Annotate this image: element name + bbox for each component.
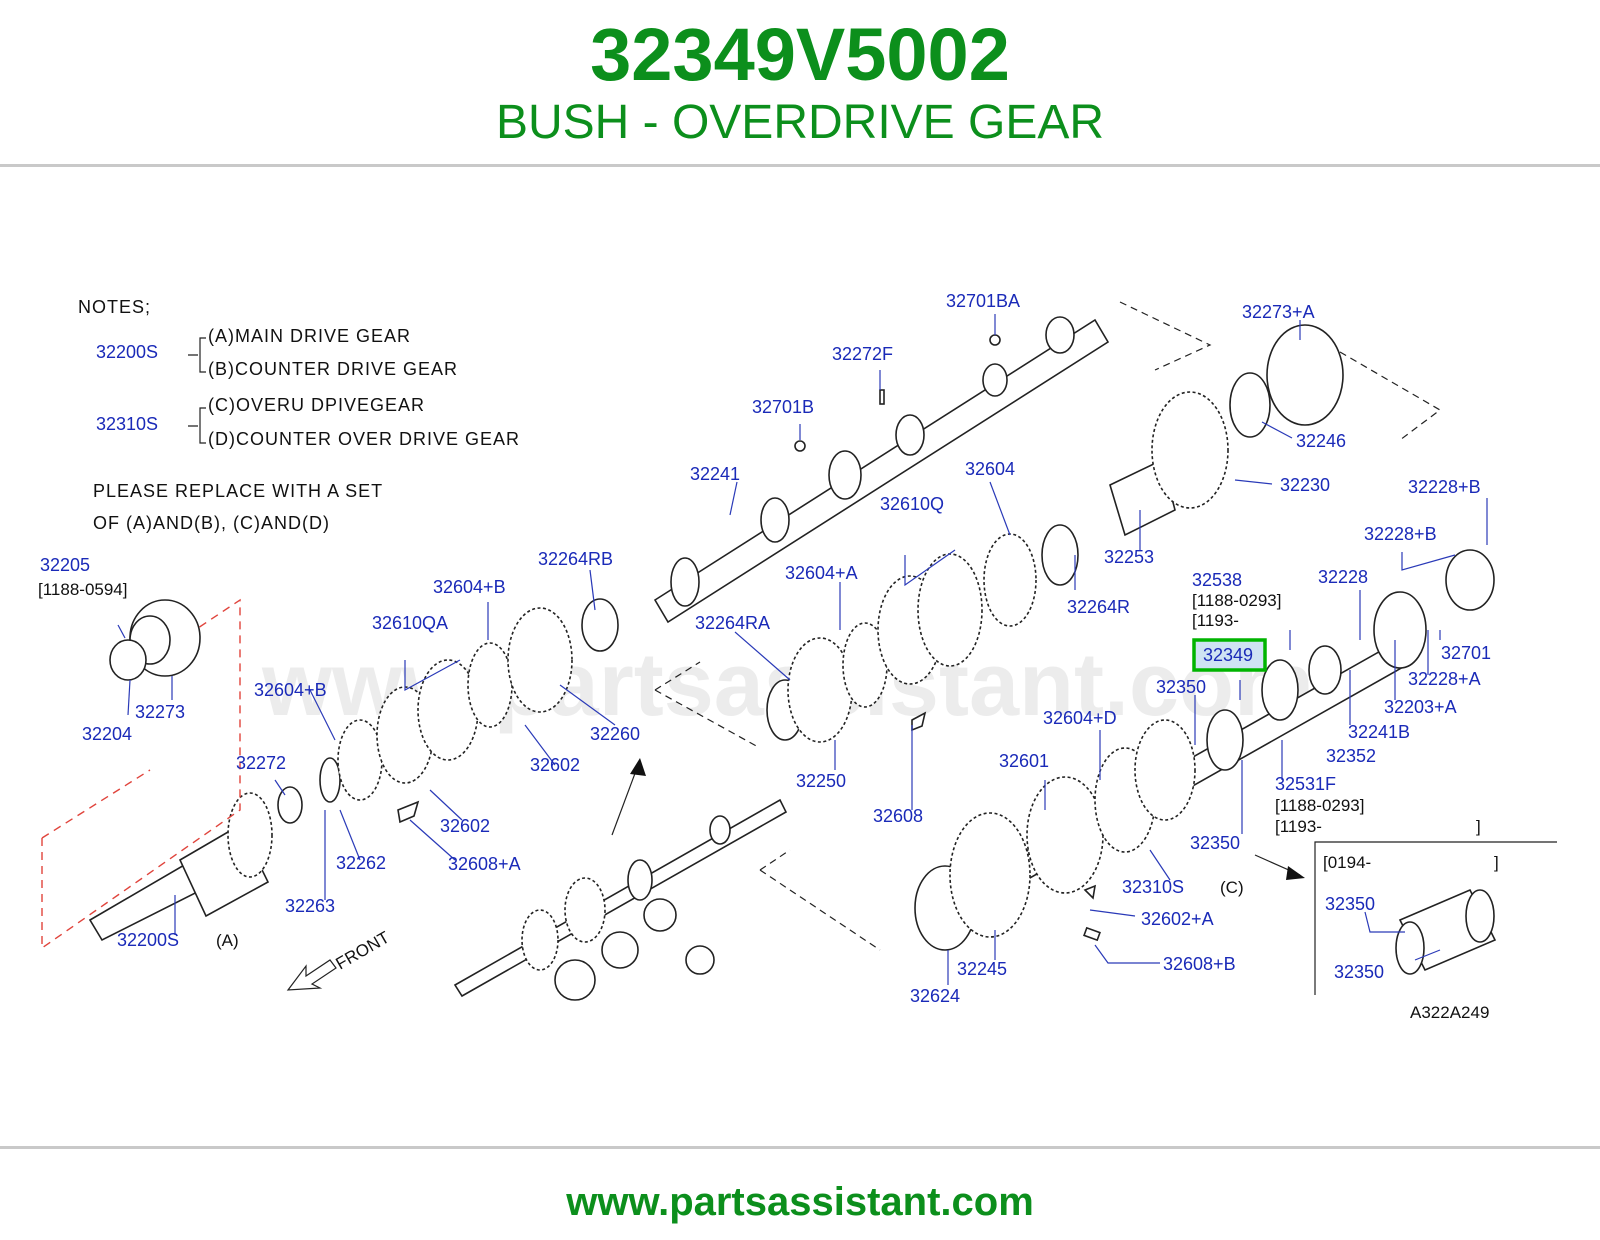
range-close-c: ] [1494, 853, 1499, 872]
label-32610QA[interactable]: 32610QA [372, 613, 448, 633]
label-32538[interactable]: 32538 [1192, 570, 1242, 590]
main-shaft-drawing [653, 301, 1212, 624]
footer-divider [0, 1146, 1600, 1149]
notes-bracket-2 [188, 407, 206, 444]
label-32350-d[interactable]: 32350 [1334, 962, 1384, 982]
label-32272F[interactable]: 32272F [832, 344, 893, 364]
label-32352[interactable]: 32352 [1326, 746, 1376, 766]
label-32204[interactable]: 32204 [82, 724, 132, 744]
main-drive-gear-drawing [41, 598, 341, 950]
arrow-to-inset-head [1286, 866, 1305, 880]
page-title: 32349V5002 [590, 13, 1010, 96]
notes-part-32310s[interactable]: 32310S [96, 414, 158, 434]
range-0194: [0194- [1323, 853, 1371, 872]
inset-border [1314, 841, 1557, 995]
parts-diagram: www.partsassistant.com NOTES; 32200S (A)… [38, 291, 1557, 1022]
arrow-up-head [630, 758, 646, 776]
label-32604B-2[interactable]: 32604+B [254, 680, 327, 700]
label-32250[interactable]: 32250 [796, 771, 846, 791]
label-32264RB[interactable]: 32264RB [538, 549, 613, 569]
label-32200S[interactable]: 32200S [117, 930, 179, 950]
label-32272[interactable]: 32272 [236, 753, 286, 773]
label-32608B[interactable]: 32608+B [1163, 954, 1236, 974]
label-32608[interactable]: 32608 [873, 806, 923, 826]
label-32273[interactable]: 32273 [135, 702, 185, 722]
label-32604[interactable]: 32604 [965, 459, 1015, 479]
range-1193-b: [1193- [1275, 817, 1322, 836]
label-32245[interactable]: 32245 [957, 959, 1007, 979]
note-line-c: (C)OVERU DPIVEGEAR [208, 395, 425, 415]
header-divider [0, 164, 1600, 167]
range-1188-0594: [1188-0594] [38, 580, 127, 599]
label-32608A[interactable]: 32608+A [448, 854, 521, 874]
label-32260[interactable]: 32260 [590, 724, 640, 744]
notes-bracket-1 [188, 337, 206, 373]
label-32701B[interactable]: 32701B [752, 397, 814, 417]
label-32228B-1[interactable]: 32228+B [1408, 477, 1481, 497]
counter-shaft-drawing [759, 549, 1495, 951]
label-32349-highlighted[interactable]: 32349 [1203, 645, 1253, 665]
range-close-b: ] [1476, 817, 1481, 836]
label-32264R[interactable]: 32264R [1067, 597, 1130, 617]
label-32253[interactable]: 32253 [1104, 547, 1154, 567]
range-1188-0293-a: [1188-0293] [1192, 591, 1281, 610]
label-A: (A) [216, 931, 239, 950]
leader-lines [117, 314, 1488, 985]
note-replace-2: OF (A)AND(B), (C)AND(D) [93, 513, 330, 533]
front-arrow [286, 959, 337, 991]
label-32241B[interactable]: 32241B [1348, 722, 1410, 742]
label-32246[interactable]: 32246 [1296, 431, 1346, 451]
footer-url-link[interactable]: www.partsassistant.com [566, 1180, 1034, 1224]
inset-bushing-drawing [1395, 888, 1497, 975]
label-32228A[interactable]: 32228+A [1408, 669, 1481, 689]
bearing-32205-drawing [109, 599, 201, 681]
note-line-d: (D)COUNTER OVER DRIVE GEAR [208, 429, 520, 449]
label-32531F[interactable]: 32531F [1275, 774, 1336, 794]
range-1188-0293-b: [1188-0293] [1275, 796, 1364, 815]
note-line-a: (A)MAIN DRIVE GEAR [208, 326, 411, 346]
note-replace-1: PLEASE REPLACE WITH A SET [93, 481, 383, 501]
middle-gear-group-drawing [654, 524, 1079, 749]
label-32230[interactable]: 32230 [1280, 475, 1330, 495]
range-1193-a: [1193- [1192, 611, 1239, 630]
label-32602-b[interactable]: 32602 [440, 816, 490, 836]
part-name: BUSH - OVERDRIVE GEAR [495, 96, 1105, 149]
label-32241[interactable]: 32241 [690, 464, 740, 484]
label-32601[interactable]: 32601 [999, 751, 1049, 771]
label-32602A[interactable]: 32602+A [1141, 909, 1214, 929]
label-32602-a[interactable]: 32602 [530, 755, 580, 775]
label-32350-b[interactable]: 32350 [1190, 833, 1240, 853]
label-32228B-2[interactable]: 32228+B [1364, 524, 1437, 544]
synchro-set-left-drawing [337, 598, 619, 824]
label-32262[interactable]: 32262 [336, 853, 386, 873]
label-32701BA[interactable]: 32701BA [946, 291, 1020, 311]
label-C: (C) [1220, 878, 1244, 897]
overview-assembly-drawing [453, 758, 788, 1001]
notes-part-32200s[interactable]: 32200S [96, 342, 158, 362]
label-32273A[interactable]: 32273+A [1242, 302, 1315, 322]
right-top-gear-drawing [1109, 324, 1442, 537]
notes-title: NOTES; [78, 297, 151, 317]
highlight-box-32349 [1192, 638, 1267, 672]
label-32310S[interactable]: 32310S [1122, 877, 1184, 897]
label-32350-c[interactable]: 32350 [1325, 894, 1375, 914]
label-32604B-1[interactable]: 32604+B [433, 577, 506, 597]
diagram-code: A322A249 [1410, 1003, 1489, 1022]
front-label: FRONT [333, 928, 393, 974]
label-32203A[interactable]: 32203+A [1384, 697, 1457, 717]
label-32604D[interactable]: 32604+D [1043, 708, 1117, 728]
label-32604A[interactable]: 32604+A [785, 563, 858, 583]
label-32350-a[interactable]: 32350 [1156, 677, 1206, 697]
label-32701[interactable]: 32701 [1441, 643, 1491, 663]
note-line-b: (B)COUNTER DRIVE GEAR [208, 359, 458, 379]
label-32205[interactable]: 32205 [40, 555, 90, 575]
label-32264RA[interactable]: 32264RA [695, 613, 770, 633]
label-32610Q[interactable]: 32610Q [880, 494, 944, 514]
dashed-boundary-red [41, 598, 241, 950]
label-32228[interactable]: 32228 [1318, 567, 1368, 587]
label-32624[interactable]: 32624 [910, 986, 960, 1006]
label-32263[interactable]: 32263 [285, 896, 335, 916]
